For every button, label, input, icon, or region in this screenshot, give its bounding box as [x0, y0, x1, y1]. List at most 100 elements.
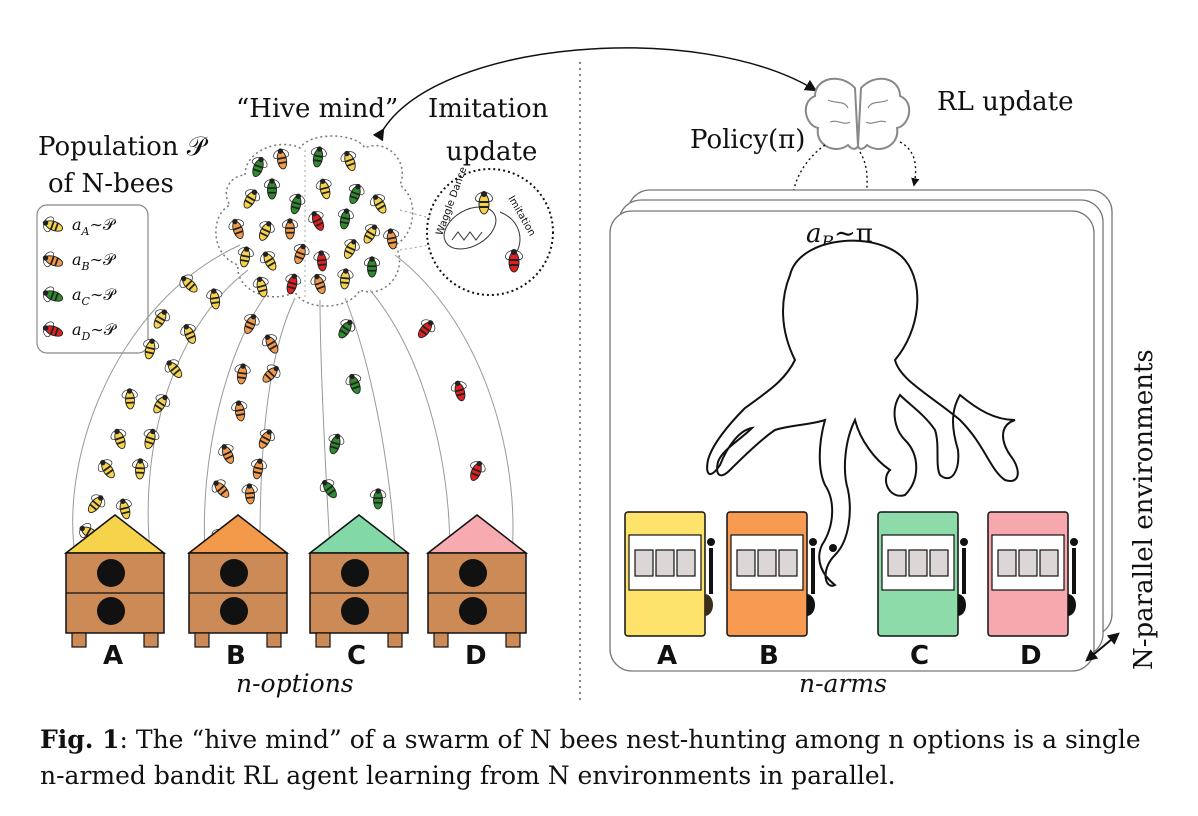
- machine-label-b: B: [759, 641, 779, 671]
- flying-bee: [146, 304, 175, 334]
- flying-bee: [341, 369, 368, 398]
- flying-bee: [203, 285, 227, 312]
- hive-entrance: [459, 559, 487, 587]
- flying-bee: [331, 313, 361, 344]
- machine-reel: [908, 549, 928, 577]
- octopus-body: [706, 239, 1019, 587]
- population-label-2: of N-bees: [48, 169, 174, 199]
- slot-machine-b: B: [726, 511, 817, 671]
- hive-d: D: [425, 514, 529, 671]
- hive-label-b: B: [226, 641, 246, 671]
- flying-bee: [92, 453, 122, 484]
- flying-bee: [237, 309, 265, 338]
- flying-bee: [174, 269, 204, 299]
- slot-machine-row: A B C D: [624, 511, 1078, 671]
- hive-entrance: [97, 559, 125, 587]
- flying-bee: [137, 424, 164, 453]
- lever-knob: [707, 538, 715, 546]
- flying-bee: [322, 429, 349, 458]
- flying-bee: [246, 455, 271, 482]
- policy-label: Policy(π): [690, 125, 805, 155]
- imitation-label-2: update: [446, 137, 537, 167]
- machine-reel: [778, 549, 798, 577]
- parallel-label: N-parallel environments: [1129, 349, 1159, 670]
- flying-bee: [213, 439, 242, 468]
- machine-reel: [929, 549, 949, 577]
- exchange-arrow: [372, 47, 818, 142]
- hive-roof: [186, 514, 290, 554]
- hive-label-a: A: [103, 641, 123, 671]
- flying-bee: [447, 377, 473, 404]
- slot-machine-a: A: [624, 511, 715, 671]
- caption-text: : The “hive mind” of a swarm of N bees n…: [40, 725, 1141, 790]
- hive-entrance: [341, 597, 369, 625]
- machine-reel: [655, 549, 675, 577]
- flying-bee: [129, 456, 151, 481]
- flight-paths: [72, 244, 514, 556]
- legend-label-c: aC∼𝒫: [72, 285, 117, 308]
- options-label: n-options: [236, 669, 354, 698]
- hive-entrance: [97, 597, 125, 625]
- hive-entrance: [459, 597, 487, 625]
- machine-reel: [1039, 549, 1059, 577]
- population-legend: aA∼𝒫aB∼𝒫aC∼𝒫aD∼𝒫: [38, 212, 118, 344]
- brain-icon: [804, 77, 911, 150]
- lever-base: [958, 594, 966, 616]
- lever-knob: [1070, 538, 1078, 546]
- rl-update-label: RL update: [937, 87, 1073, 117]
- flying-bee: [159, 353, 189, 384]
- flying-bee: [206, 473, 236, 504]
- imitation-circle: [426, 168, 554, 296]
- legend-label-b: aB∼𝒫: [72, 250, 117, 273]
- lever-base: [807, 594, 815, 616]
- hive-entrance: [341, 559, 369, 587]
- hive-a: A: [63, 514, 167, 671]
- flying-bee: [367, 486, 389, 511]
- flying-bee: [228, 397, 252, 424]
- machine-label-d: D: [1020, 641, 1042, 671]
- hive-entrance: [220, 597, 248, 625]
- hive-b: B: [186, 514, 290, 671]
- arms-label: n-arms: [799, 669, 887, 698]
- flying-bee: [257, 329, 286, 359]
- flying-bee: [256, 359, 286, 389]
- lever-base: [1068, 594, 1076, 616]
- flying-bee: [106, 424, 133, 453]
- flying-bee: [239, 481, 261, 506]
- machine-reel: [757, 549, 777, 577]
- flying-bee: [119, 386, 141, 411]
- hive-row: A B C D: [63, 514, 529, 671]
- hive-entrance: [220, 559, 248, 587]
- flying-bee: [251, 424, 280, 454]
- machine-reel: [887, 549, 907, 577]
- machine-reel: [736, 549, 756, 577]
- machine-reel: [1018, 549, 1038, 577]
- lever-knob: [960, 538, 968, 546]
- population-legend-box: [36, 204, 149, 354]
- machine-label-c: C: [910, 641, 929, 671]
- figure-caption: Fig. 1: The “hive mind” of a swarm of N …: [40, 722, 1170, 794]
- machine-reel: [997, 549, 1017, 577]
- hive-c: C: [307, 514, 411, 671]
- lever-knob: [809, 538, 817, 546]
- flying-bee: [81, 488, 111, 519]
- machine-reel: [676, 549, 696, 577]
- machine-label-a: A: [657, 641, 677, 671]
- lever-base: [705, 594, 713, 616]
- legend-label-a: aA∼𝒫: [72, 215, 117, 238]
- parallel-arrow: [1085, 632, 1120, 662]
- imitation-label-1: Imitation: [428, 94, 549, 124]
- slot-machine-d: D: [987, 511, 1078, 671]
- flying-bee: [314, 473, 344, 504]
- hive-roof: [425, 514, 529, 554]
- flying-bee: [411, 313, 441, 344]
- caption-fig-label: Fig. 1: [40, 725, 120, 754]
- waggle-dance-loop: [443, 206, 497, 250]
- machine-reel: [634, 549, 654, 577]
- hive-label-c: C: [347, 641, 366, 671]
- flying-bee: [463, 456, 490, 485]
- hive-mind-label: “Hive mind”: [236, 94, 398, 124]
- hive-label-d: D: [465, 641, 487, 671]
- population-label-1: Population 𝒫: [38, 132, 209, 162]
